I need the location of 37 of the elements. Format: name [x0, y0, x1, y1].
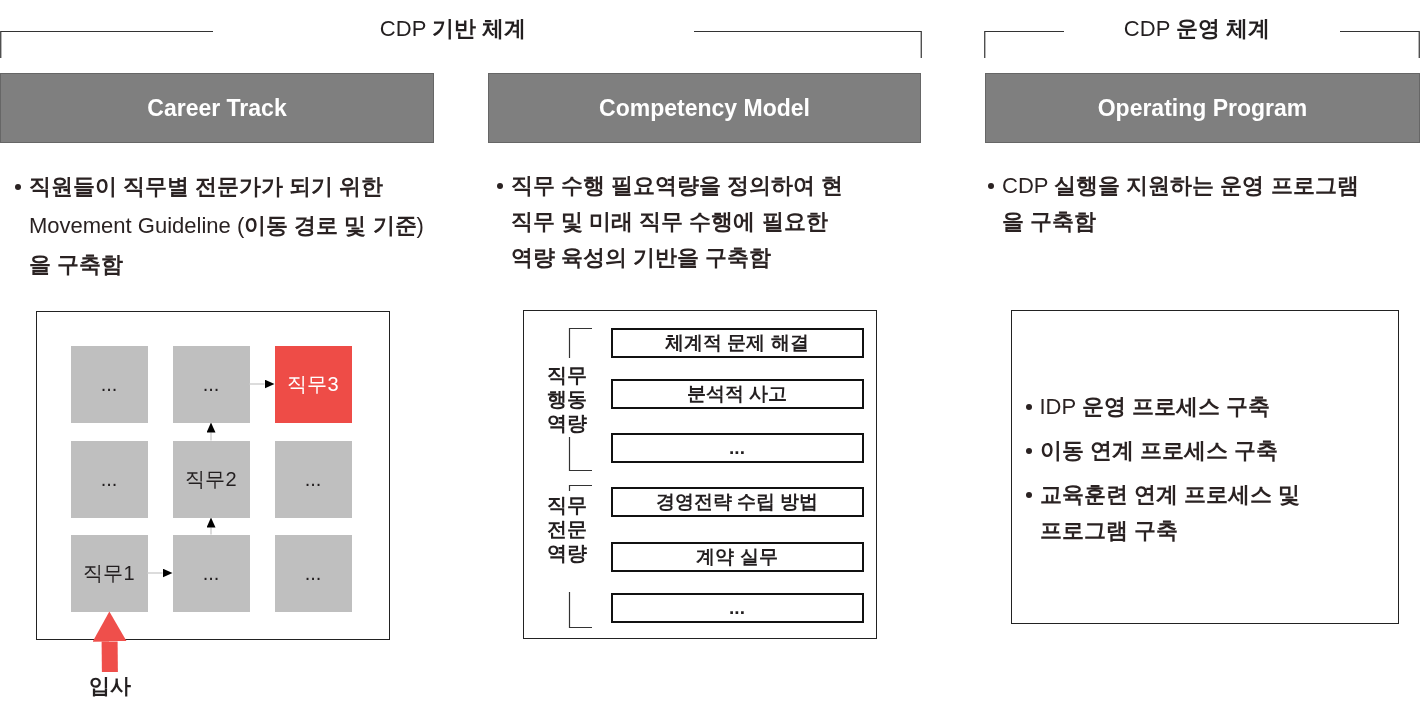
header-bar: Competency Model	[488, 73, 921, 143]
section-title: CDP 운영 체계	[1123, 15, 1271, 43]
bullet-text: 직원들이 직무별 전문가가 되기 위한 Movement Guideline (이동 경로 및 기준)을 구축함	[29, 173, 425, 279]
block-arrow	[92, 611, 127, 673]
competency-item: 계약 실무	[610, 541, 864, 572]
competency-item: 경영전략 수립 방법	[610, 486, 864, 517]
job-cell: ...	[274, 440, 352, 518]
job-cell: 직무1	[70, 534, 148, 612]
job-cell: ...	[274, 534, 352, 612]
group-label: 직무 전문 역량	[547, 493, 588, 565]
job-cell: 직무3	[274, 345, 352, 423]
job-cell: ...	[70, 345, 148, 423]
competency-item: 분석적 사고	[610, 378, 864, 409]
header-bar: Career Track	[0, 73, 434, 143]
group-label: 직무 행동 역량	[547, 363, 588, 435]
bullet-text: 이동 연계 프로세스 구축	[1039, 436, 1278, 465]
arrow	[206, 422, 216, 442]
program-panel	[1011, 310, 1399, 624]
bullet-text: 교육훈련 연계 프로세스 및 프로그램 구축	[1039, 480, 1301, 545]
header-bar: Operating Program	[985, 73, 1420, 143]
bullet-text: 직무 수행 필요역량을 정의하여 현 직무 및 미래 직무 수행에 필요한 역량 육성의 기반을 구축함	[511, 172, 845, 272]
start-label: 입사	[89, 672, 131, 700]
job-cell: ...	[172, 345, 250, 423]
arrow	[248, 379, 275, 389]
competency-item: ...	[610, 432, 864, 463]
job-cell: 직무2	[172, 440, 250, 518]
bullet-text: CDP 실행을 지원하는 운영 프로그램을 구축함	[1002, 172, 1360, 236]
competency-panel	[523, 310, 877, 639]
grid-panel	[36, 311, 390, 640]
arrow	[146, 568, 173, 578]
bullet-text: IDP 운영 프로세스 구축	[1039, 392, 1271, 421]
competency-item: 체계적 문제 해결	[610, 327, 864, 358]
section-title: CDP 기반 체계	[379, 15, 527, 43]
competency-item: ...	[610, 592, 864, 623]
job-cell: ...	[172, 534, 250, 612]
arrow	[206, 517, 216, 536]
job-cell: ...	[70, 440, 148, 518]
